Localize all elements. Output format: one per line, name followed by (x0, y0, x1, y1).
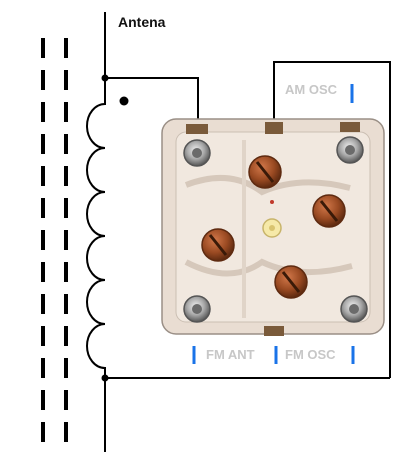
screw-bottom-left (183, 295, 211, 323)
terminal-tab-top-right (340, 122, 360, 132)
screw-top-left (183, 139, 211, 167)
fm-osc-label: FM OSC (285, 347, 336, 362)
trimmer-rotor-top (248, 155, 282, 189)
trimmer-rotor-bottom (274, 265, 308, 299)
trimmer-rotor-left (201, 228, 235, 262)
am-osc-label: AM OSC (285, 82, 337, 97)
tuning-capacitor (161, 118, 385, 336)
screw-bottom-right (340, 295, 368, 323)
antenna-label: Antena (118, 14, 166, 30)
screw-top-right (336, 136, 364, 164)
wire-to-c4 (105, 77, 199, 125)
terminal-tab-top-left (186, 124, 208, 134)
wire-to-am-osc (273, 61, 391, 378)
blue-markers (192, 84, 355, 364)
terminal-tab-bottom-middle (264, 326, 284, 336)
fm-ant-label: FM ANT (206, 347, 255, 362)
red-mark (270, 200, 274, 204)
trimmer-rotor-right (312, 194, 346, 228)
terminal-tab-top-middle (265, 122, 283, 134)
coil-polarity-dot (119, 96, 129, 106)
antenna-coil (86, 78, 106, 378)
ferrite-core (41, 38, 68, 450)
